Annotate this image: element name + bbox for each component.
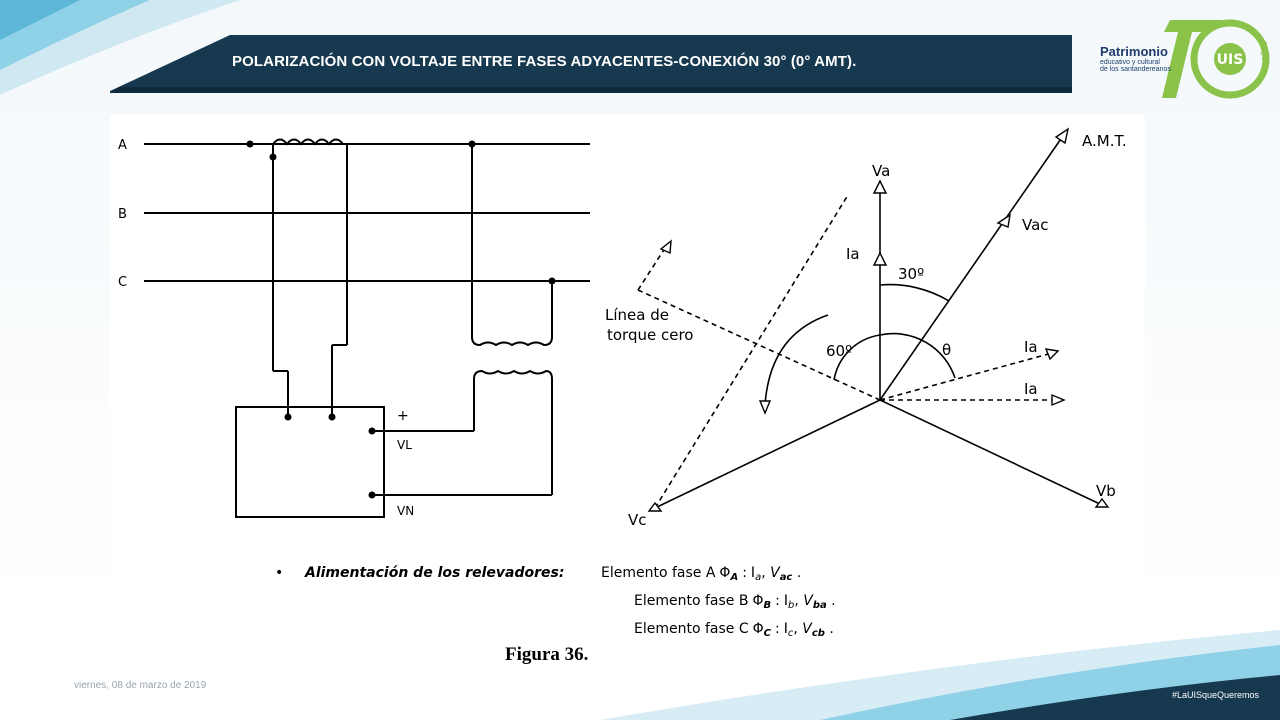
slide-date: viernes, 08 de marzo de 2019 <box>74 680 207 691</box>
angle-30-label: 30º <box>898 265 924 283</box>
zero-torque-label-2: torque cero <box>607 326 693 344</box>
page-title: POLARIZACIÓN CON VOLTAJE ENTRE FASES ADY… <box>232 53 857 70</box>
bullet: • <box>275 565 283 581</box>
logo-patrimonio: Patrimonio <box>1100 44 1168 59</box>
vl-label: VL <box>397 438 412 452</box>
phasor-arrowheads <box>647 127 1110 512</box>
title-banner <box>110 35 1072 93</box>
ia1-label: Ia <box>1024 338 1038 356</box>
ia2-label: Ia <box>1024 380 1038 398</box>
theta-label: θ <box>942 341 951 359</box>
zero-torque-label-1: Línea de <box>605 306 669 324</box>
va-label: Va <box>872 162 890 180</box>
plus-sign: + <box>397 408 409 424</box>
supply-label: Alimentación de los relevadores: <box>304 565 564 581</box>
circuit-junctions <box>246 140 556 499</box>
phasor-diagram <box>637 132 1103 509</box>
vac-label: Vac <box>1022 216 1049 234</box>
hashtag: #LaUISqueQueremos <box>1172 690 1260 700</box>
bus-c-label: C <box>118 275 127 290</box>
bus-a-label: A <box>118 138 127 153</box>
figure-caption: Figura 36. <box>505 644 589 665</box>
vn-label: VN <box>397 504 414 518</box>
svg-text:UIS: UIS <box>1217 52 1244 68</box>
angle-60-label: 60º <box>826 342 852 360</box>
uis-70-logo: UIS <box>1162 19 1270 99</box>
vb-label: Vb <box>1096 482 1116 500</box>
amt-label: A.M.T. <box>1082 132 1127 150</box>
figure-36: A B C + VL VN <box>110 115 1145 640</box>
vc-label: Vc <box>628 511 647 529</box>
relay-supply-text: • Alimentación de los relevadores: Eleme… <box>275 565 836 639</box>
ia-up-label: Ia <box>846 245 860 263</box>
circuit-diagram <box>144 138 590 518</box>
bus-b-label: B <box>118 207 127 222</box>
logo-anos: años <box>1258 41 1269 61</box>
